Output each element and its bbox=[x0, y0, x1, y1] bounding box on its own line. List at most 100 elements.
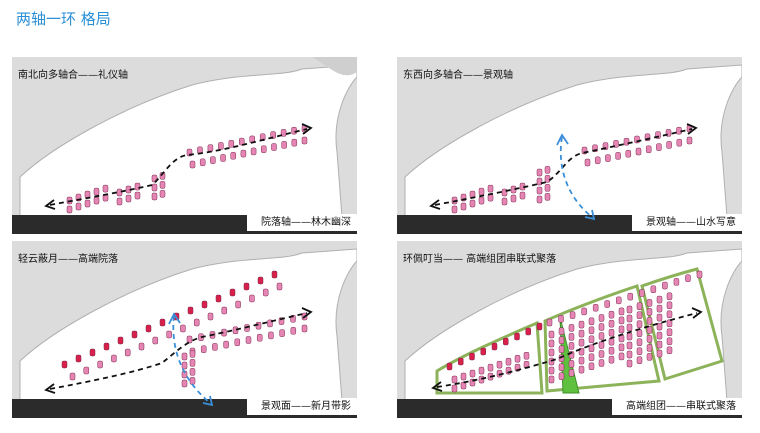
villa-marker bbox=[568, 324, 575, 332]
villa-marker bbox=[626, 332, 633, 341]
panel-caption: 景观面——新月带影 bbox=[247, 398, 357, 415]
villa-marker bbox=[134, 191, 141, 200]
villa-marker bbox=[626, 350, 633, 359]
villa-marker bbox=[558, 327, 565, 335]
villa-marker bbox=[487, 363, 494, 372]
villa-marker bbox=[546, 318, 553, 327]
villa-marker bbox=[608, 328, 615, 337]
villa-marker bbox=[66, 205, 73, 214]
villa-marker bbox=[83, 366, 90, 375]
villa-marker bbox=[451, 205, 458, 214]
villa-marker bbox=[276, 282, 283, 291]
villa-marker bbox=[93, 196, 100, 205]
villa-marker bbox=[636, 329, 643, 337]
villa-marker bbox=[230, 152, 236, 160]
site-plan-clustered-settlement bbox=[397, 241, 742, 418]
villa-marker bbox=[145, 324, 152, 333]
villa-marker bbox=[636, 320, 643, 328]
villa-marker bbox=[200, 345, 207, 353]
villa-marker bbox=[151, 192, 158, 201]
villa-marker bbox=[627, 292, 634, 301]
villa-marker bbox=[536, 195, 543, 204]
villa-marker bbox=[257, 276, 264, 285]
villa-marker bbox=[636, 347, 643, 355]
panel-landscape-axis: 东西向多轴合——景观轴 景观轴——山水写意 bbox=[397, 57, 742, 234]
villa-marker bbox=[290, 327, 297, 335]
villa-marker bbox=[75, 354, 82, 363]
villa-marker bbox=[117, 336, 124, 345]
courtyard-axis-arrow bbox=[49, 312, 308, 390]
villa-marker bbox=[510, 194, 517, 203]
villa-marker bbox=[159, 190, 166, 198]
ceremonial-axis-arrow bbox=[49, 128, 308, 206]
villa-marker bbox=[69, 372, 76, 381]
villa-marker bbox=[525, 327, 531, 336]
villa-marker bbox=[626, 305, 633, 314]
villa-marker bbox=[676, 138, 683, 147]
villa-marker bbox=[218, 142, 224, 150]
villa-marker bbox=[446, 362, 453, 371]
villa-marker bbox=[291, 138, 298, 147]
villa-marker bbox=[646, 308, 653, 316]
panel-caption: 高端组团——串联式聚落 bbox=[612, 398, 742, 415]
villa-marker bbox=[75, 202, 82, 211]
villa-marker bbox=[228, 140, 235, 148]
villa-marker bbox=[544, 175, 551, 183]
villa-marker bbox=[451, 375, 458, 384]
villa-marker bbox=[646, 317, 653, 325]
villa-marker bbox=[116, 188, 123, 197]
villa-marker bbox=[138, 342, 145, 351]
villa-marker bbox=[503, 337, 509, 346]
villa-marker bbox=[239, 137, 245, 146]
villa-marker bbox=[234, 338, 241, 347]
villa-marker bbox=[220, 154, 226, 162]
villa-marker bbox=[480, 347, 486, 356]
villa-marker bbox=[469, 199, 476, 208]
villa-marker bbox=[491, 342, 498, 351]
villa-marker bbox=[666, 141, 672, 149]
site-plan-landscape-axis bbox=[397, 57, 742, 234]
villa-marker bbox=[588, 335, 595, 344]
villa-marker bbox=[636, 356, 643, 364]
villa-marker bbox=[548, 348, 555, 357]
villa-marker bbox=[656, 313, 663, 322]
villa-marker bbox=[618, 343, 625, 352]
villa-marker bbox=[181, 352, 188, 361]
villa-marker bbox=[608, 310, 615, 319]
villa-marker bbox=[240, 149, 247, 158]
villa-marker bbox=[193, 318, 200, 327]
villa-marker bbox=[568, 333, 575, 341]
villa-marker bbox=[578, 356, 585, 365]
villa-marker bbox=[656, 304, 663, 313]
villa-marker bbox=[598, 341, 605, 349]
villa-marker bbox=[588, 353, 595, 362]
villa-marker bbox=[656, 295, 663, 304]
villa-marker bbox=[458, 357, 464, 366]
villa-marker bbox=[199, 158, 206, 167]
villa-marker bbox=[618, 307, 625, 316]
panel-label: 环佩叮当—— 高端组团串联式聚落 bbox=[403, 254, 557, 265]
villa-marker bbox=[548, 375, 555, 384]
villa-marker bbox=[159, 318, 166, 327]
page-title: 两轴一环 格局 bbox=[16, 10, 111, 28]
villa-marker bbox=[212, 343, 218, 351]
villa-marker bbox=[626, 359, 633, 368]
villa-marker bbox=[281, 141, 287, 149]
villa-marker bbox=[588, 326, 595, 335]
villa-marker bbox=[223, 340, 229, 349]
villa-marker bbox=[536, 177, 543, 186]
villa-marker bbox=[666, 328, 673, 337]
villa-marker bbox=[478, 366, 485, 375]
villa-marker bbox=[608, 355, 615, 364]
villa-marker bbox=[478, 187, 485, 196]
villa-cluster bbox=[451, 124, 693, 214]
villa-marker bbox=[666, 292, 673, 301]
villa-marker bbox=[666, 310, 673, 319]
villa-marker bbox=[84, 199, 91, 208]
villa-marker bbox=[608, 319, 615, 328]
villa-marker bbox=[189, 160, 196, 169]
panel-caption: 景观轴——山水写意 bbox=[632, 214, 742, 231]
villa-marker bbox=[639, 289, 645, 297]
villa-marker bbox=[249, 294, 255, 303]
villa-marker bbox=[187, 306, 194, 315]
